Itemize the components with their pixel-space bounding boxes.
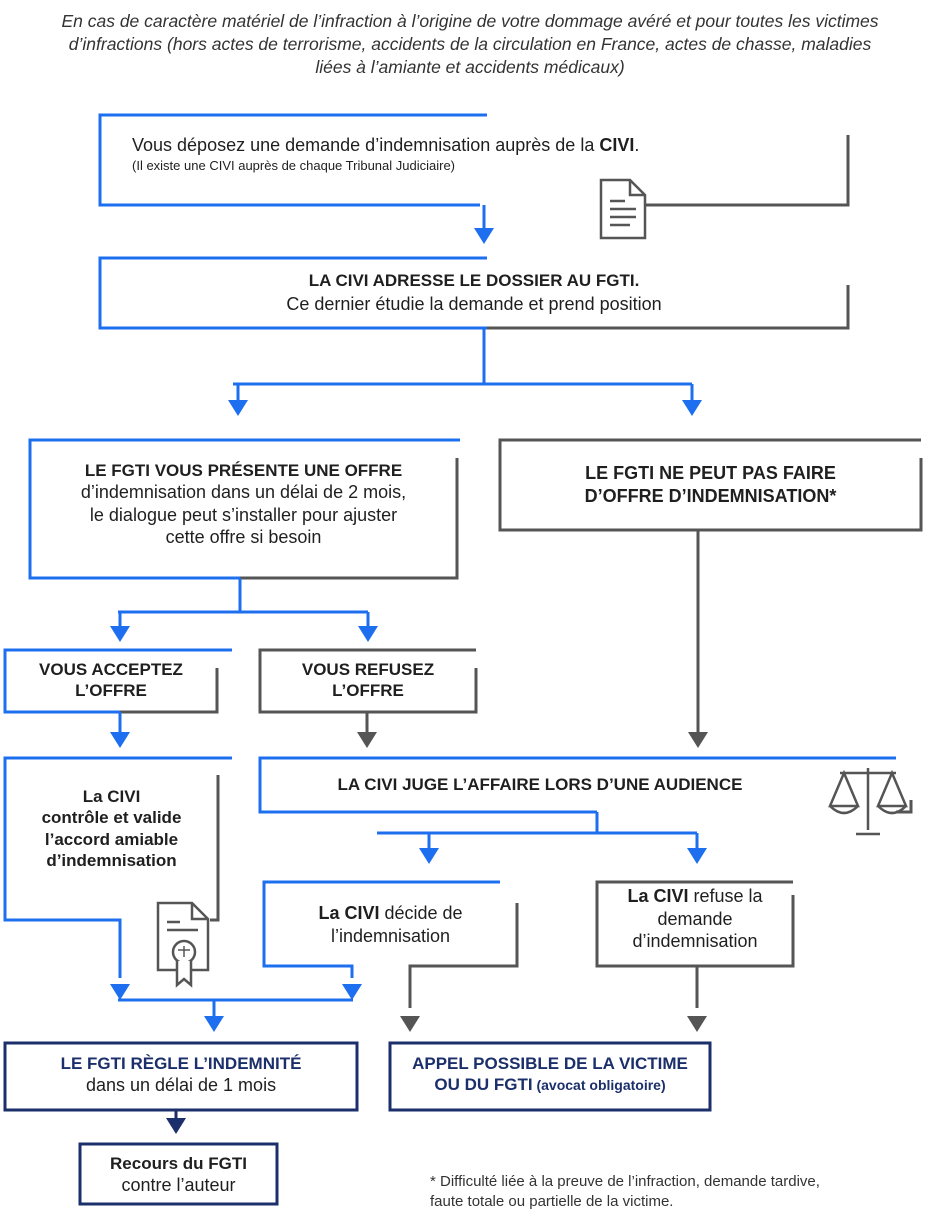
arrow-down [110, 626, 130, 642]
arrow-down [110, 984, 130, 1000]
no-offer-line-2: D’OFFRE D’INDEMNISATION* [584, 485, 837, 506]
arrow-down [419, 848, 439, 864]
box-step1-frame [98, 113, 850, 207]
box-judge-frame [258, 756, 913, 833]
step1-note: (Il existe une CIVI auprès de chaque Tri… [132, 158, 456, 173]
decide-block: La CIVI décide de l’indemnisation [264, 902, 517, 947]
no-offer-block: LE FGTI NE PEUT PAS FAIRE D’OFFRE D’INDE… [500, 462, 921, 507]
offer-text-2: le dialogue peut s’installer pour ajuste… [89, 504, 398, 525]
footnote-line-1: * Difficulté liée à la preuve de l’infra… [430, 1173, 820, 1190]
intro-text: En cas de caractère matériel de l’infrac… [61, 11, 879, 77]
footnote: * Difficulté liée à la preuve de l’infra… [430, 1172, 930, 1211]
footnote-line-2: faute totale ou partielle de la victime. [430, 1192, 674, 1210]
box-decide-frame [262, 880, 519, 1008]
refuse-line-2: L’OFFRE [332, 681, 404, 701]
step1-text-after: . [634, 135, 640, 155]
step2-title: LA CIVI ADRESSE LE DOSSIER AU FGTI. [308, 271, 640, 290]
box-no-offer-frame [498, 438, 923, 532]
offer-title: LE FGTI VOUS PRÉSENTE UNE OFFRE [84, 461, 403, 480]
step2-block: LA CIVI ADRESSE LE DOSSIER AU FGTI. Ce d… [100, 270, 848, 316]
arrow-down [357, 732, 377, 748]
box-pay-frame [3, 1041, 359, 1112]
arrow-down [110, 732, 130, 748]
box-recourse-frame [78, 1142, 279, 1206]
accept-line-1: VOUS ACCEPTEZ [39, 660, 183, 679]
appeal-block: APPEL POSSIBLE DE LA VICTIME OU DU FGTI … [390, 1053, 710, 1096]
arrow-down [687, 1016, 707, 1032]
appeal-line-2-small: (avocat obligatoire) [532, 1077, 666, 1094]
arrow-down [358, 626, 378, 642]
pay-title: LE FGTI RÈGLE L’INDEMNITÉ [60, 1054, 302, 1073]
civi-refuse-rest: refuse la [688, 886, 763, 906]
civi-refuse-line-3: d’indemnisation [632, 931, 758, 951]
box-validate-frame [3, 756, 232, 978]
civi-refuse-block: La CIVI refuse la demande d’indemnisatio… [597, 885, 793, 953]
step1-text: Vous déposez une demande d’indemnisation… [132, 134, 832, 157]
box-refuse-frame [258, 648, 478, 714]
arrow-down [400, 1016, 420, 1032]
appeal-line-1: APPEL POSSIBLE DE LA VICTIME [412, 1054, 688, 1073]
validate-line-3: l’accord amiable [44, 829, 179, 849]
step1-text-civi: CIVI [599, 135, 635, 155]
pay-block: LE FGTI RÈGLE L’INDEMNITÉ dans un délai … [5, 1053, 357, 1097]
validate-block: La CIVI contrôle et valide l’accord amia… [5, 786, 218, 871]
decide-line-1: La CIVI décide de [264, 902, 517, 925]
civi-refuse-line-1: La CIVI refuse la [597, 885, 793, 908]
accept-block: VOUS ACCEPTEZ L’OFFRE [5, 659, 217, 702]
arrow-down [688, 732, 708, 748]
recourse-line-2: contre l’auteur [121, 1175, 236, 1196]
arrow-down [228, 400, 248, 416]
appeal-line-2: OU DU FGTI (avocat obligatoire) [390, 1074, 710, 1095]
decide-line-2: l’indemnisation [330, 925, 451, 946]
box-civi-refuse-frame [595, 880, 795, 1008]
no-offer-line-1: LE FGTI NE PEUT PAS FAIRE [585, 463, 836, 483]
step2-text: Ce dernier étudie la demande et prend po… [286, 294, 662, 315]
validate-line-2: contrôle et valide [41, 808, 182, 828]
civi-refuse-bold: La CIVI [627, 886, 689, 906]
appeal-line-2-main: OU DU FGTI [434, 1075, 533, 1095]
recourse-line-1: Recours du FGTI [110, 1154, 247, 1173]
decide-rest: décide de [379, 903, 463, 923]
recourse-block: Recours du FGTI contre l’auteur [80, 1153, 277, 1197]
step1-text-before: Vous déposez une demande d’indemnisation… [132, 135, 600, 155]
validate-line-4: d’indemnisation [46, 850, 177, 870]
box-offer-frame [28, 438, 460, 580]
offer-text-3: cette offre si besoin [165, 527, 322, 548]
validate-line-1: La CIVI [82, 787, 141, 806]
arrow-down [166, 1118, 186, 1134]
decide-bold: La CIVI [318, 903, 380, 923]
box-accept-frame [3, 648, 232, 714]
arrow-down [682, 400, 702, 416]
arrow-down [204, 1016, 224, 1032]
civi-refuse-line-2: demande [657, 908, 733, 929]
certificate-icon [156, 901, 210, 988]
box-step2-frame [98, 256, 850, 330]
judge-title: LA CIVI JUGE L’AFFAIRE LORS D’UNE AUDIEN… [337, 775, 743, 794]
offer-block: LE FGTI VOUS PRÉSENTE UNE OFFRE d’indemn… [30, 460, 457, 549]
pay-text: dans un délai de 1 mois [85, 1075, 277, 1096]
accept-line-2: L’OFFRE [75, 681, 147, 701]
refuse-block: VOUS REFUSEZ L’OFFRE [260, 659, 476, 702]
offer-text-1: d’indemnisation dans un délai de 2 mois, [80, 482, 407, 503]
arrow-down [342, 984, 362, 1000]
arrow-down [687, 848, 707, 864]
document-icon [599, 178, 647, 240]
box-appeal-frame [388, 1041, 712, 1112]
arrow-down [474, 228, 494, 244]
refuse-line-1: VOUS REFUSEZ [301, 660, 435, 679]
scales-icon [828, 768, 908, 836]
